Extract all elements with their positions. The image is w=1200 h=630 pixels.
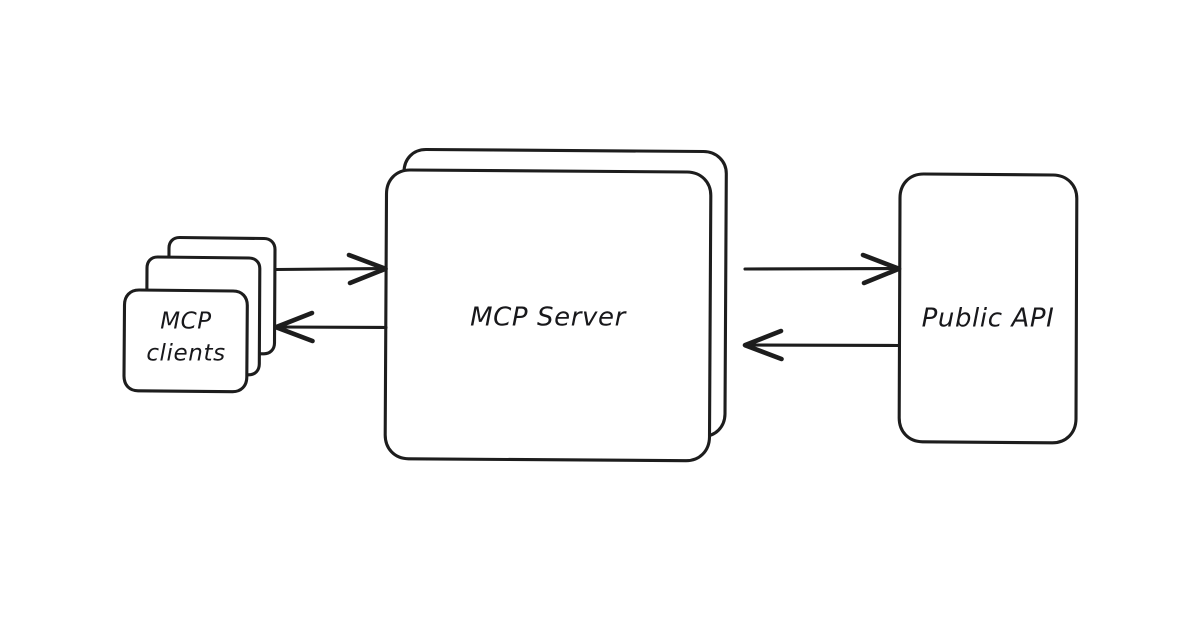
edge-server-to-api-line (743, 266, 900, 271)
mcp-server-label: MCP Server (470, 303, 628, 333)
mcp-server-card-front (383, 168, 713, 463)
mcp-clients-card-front (122, 288, 249, 394)
edge-clients-to-server-line (274, 266, 387, 272)
public-api-card (897, 172, 1079, 445)
edge-server-to-clients[interactable] (273, 310, 388, 344)
edge-server-to-api-arrowhead (860, 252, 902, 286)
edge-clients-to-server[interactable] (274, 252, 388, 286)
edge-server-to-clients-arrowhead (273, 310, 315, 344)
edge-api-to-server-line (744, 343, 900, 348)
public-api-label: Public API (922, 304, 1055, 334)
edge-api-to-server[interactable] (742, 328, 900, 362)
node-public-api[interactable]: Public API (897, 172, 1079, 445)
mcp-clients-label-line1: MCP (160, 309, 212, 335)
edge-server-to-api[interactable] (743, 252, 902, 286)
node-mcp-server[interactable]: MCP Server (383, 147, 728, 463)
edge-api-to-server-arrowhead (742, 328, 784, 362)
mcp-clients-label-line2: clients (146, 341, 225, 367)
edge-server-to-clients-line (275, 325, 388, 330)
edge-clients-to-server-arrowhead (346, 252, 388, 286)
node-mcp-clients[interactable]: MCP clients (122, 235, 277, 394)
